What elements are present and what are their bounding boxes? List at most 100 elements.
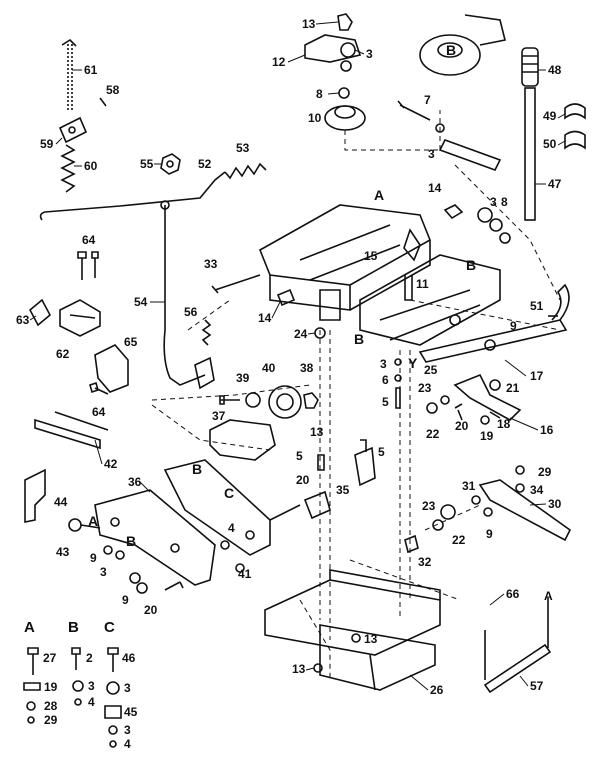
nut-part-41 [235, 563, 245, 573]
washer-part-43 [68, 518, 82, 532]
washer-part-9-a [103, 545, 113, 555]
callout-8-right: 8 [501, 195, 508, 209]
callout-41: 41 [238, 567, 252, 581]
shaft-part-17 [418, 319, 568, 363]
callout-23-center: 23 [418, 381, 432, 395]
bolt-part-5-stack [395, 387, 401, 409]
callout-9-a: 9 [90, 551, 97, 565]
pin-part-58 [99, 97, 107, 107]
legend-c-item-5: 4 [124, 737, 131, 751]
callout-36: 36 [128, 475, 142, 489]
callout-44: 44 [54, 495, 68, 509]
callout-3-top: 3 [366, 47, 373, 61]
callout-23-right: 23 [422, 499, 436, 513]
spring-part-53 [224, 162, 267, 180]
callout-8: 8 [316, 87, 323, 101]
callout-55: 55 [140, 157, 154, 171]
lever-arm-part-36 [163, 459, 271, 556]
arm-part-16 [453, 373, 522, 421]
pin-bracket-56 [194, 356, 215, 390]
bracket-top-right [464, 14, 506, 46]
lever-hole-1 [110, 517, 120, 527]
bolt-part-5-left [317, 454, 325, 471]
callout-50: 50 [543, 137, 557, 151]
legend-a-item-2: 19 [44, 680, 58, 694]
washer-part-40 [245, 392, 261, 408]
bracket-part-12 [304, 34, 362, 63]
nut-part-55 [160, 153, 181, 175]
callout-3-a: 3 [100, 565, 107, 579]
nut-part-29 [515, 465, 525, 475]
callout-18: 18 [497, 417, 511, 431]
grip-part-48-bands [522, 55, 538, 73]
pin-part-11 [404, 275, 413, 301]
bracket-part-59 [58, 116, 88, 144]
callout-22-center: 22 [426, 427, 440, 441]
callout-39: 39 [236, 371, 250, 385]
main-frame [258, 204, 501, 351]
callout-56: 56 [184, 305, 198, 319]
bolt-part-7 [397, 100, 431, 121]
callout-30: 30 [548, 497, 562, 511]
rod-part-42b [54, 411, 109, 431]
rod-part-66 [484, 598, 549, 680]
callout-B-frame: B [466, 257, 476, 273]
bracket-part-44 [24, 468, 46, 523]
callout-C-lever: C [224, 485, 234, 501]
frame-letter-B-lower: B [354, 331, 364, 347]
callout-16: 16 [540, 423, 554, 437]
callout-20-a: 20 [144, 603, 158, 617]
washer-part-23-right [440, 504, 456, 520]
callout-53: 53 [236, 141, 250, 155]
rod-part-47 [524, 87, 536, 221]
shaft-part-51-handle [551, 283, 570, 321]
callout-62: 62 [56, 347, 70, 361]
callout-9-b: 9 [122, 593, 129, 607]
spacer-part-32 [404, 534, 419, 554]
callout-21: 21 [506, 381, 520, 395]
callout-37: 37 [212, 409, 226, 423]
callout-5-left: 5 [296, 449, 303, 463]
callout-13-lower: 13 [364, 632, 378, 646]
spring-part-60 [60, 144, 76, 193]
callout-labels: 13 12 3 8 10 7 3 61 58 59 60 55 52 53 48… [16, 17, 562, 697]
callout-64-lower: 64 [92, 405, 106, 419]
callout-B-plate: A [88, 513, 98, 529]
callout-26: 26 [430, 683, 444, 697]
nut-part-13-pulley [303, 392, 319, 409]
callout-13-top: 13 [302, 17, 316, 31]
callout-34: 34 [530, 483, 544, 497]
bracket-part-35 [303, 490, 331, 520]
legend-c-item-2: 3 [124, 681, 131, 695]
nut-part-8-right [499, 232, 511, 244]
legend-a-item-4: 29 [44, 713, 58, 727]
pulley-part-10-inner [334, 105, 356, 119]
rod-part-61 [61, 38, 77, 110]
rod-end-hook [39, 211, 46, 221]
callout-32: 32 [418, 555, 432, 569]
callout-25: 25 [424, 363, 438, 377]
callout-5-stack: 5 [382, 395, 389, 409]
callout-9-right: 9 [486, 527, 493, 541]
pulley-letter-B: B [446, 42, 456, 58]
bolt-part-39 [219, 395, 240, 405]
pad-part-63 [28, 298, 52, 327]
callout-3-mid: 3 [428, 147, 435, 161]
bolt-part-5-right-stem [360, 439, 367, 452]
pulley-assembly-large [419, 34, 481, 76]
callout-47: 47 [548, 177, 562, 191]
pulley-part-38 [268, 385, 302, 419]
spring-part-56 [201, 319, 212, 346]
bolt-part-64-upper [77, 251, 99, 280]
grip-part-48 [521, 47, 539, 87]
legend-c-item-4: 3 [124, 723, 131, 737]
callout-33: 33 [204, 257, 218, 271]
callout-17: 17 [530, 369, 544, 383]
callout-3-stack: 3 [380, 357, 387, 371]
callout-C-plate: B [126, 533, 136, 549]
legend-head-a: A [24, 619, 35, 636]
callout-A-frame: A [374, 187, 384, 203]
lever-plate-part-36 [94, 489, 216, 586]
washer-part-3-top [340, 42, 356, 58]
callout-B-lever: B [192, 461, 202, 477]
